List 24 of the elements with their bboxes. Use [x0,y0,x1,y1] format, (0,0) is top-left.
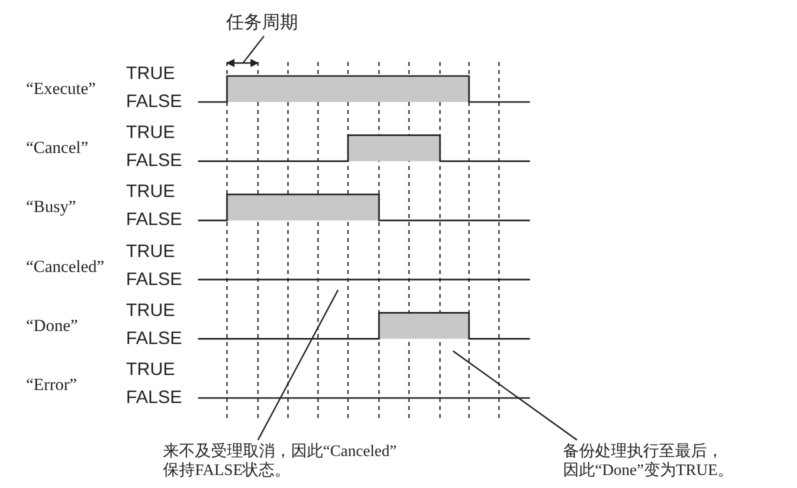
signal-name: “Error” [26,376,77,393]
leader-line [257,290,339,440]
annotation-text: 来不及受理取消，因此“Canceled”保持FALSE状态。 [163,442,401,482]
signal-name: “Done” [26,316,78,334]
signal-name: “Canceled” [26,258,104,275]
leader-line [242,36,265,64]
level-label: FALSE [126,92,182,110]
signal-name: “Execute” [26,80,96,97]
dimension-label: 任务周期 [226,12,310,36]
level-label: TRUE [126,182,175,200]
annotation-text: 备份处理执行至最后，因此“Done”变为TRUE。 [563,442,741,482]
level-label: TRUE [126,64,175,82]
level-label: TRUE [126,123,175,142]
signal-name: “Busy” [26,198,76,216]
leader-line [452,350,578,441]
level-label: FALSE [126,270,182,288]
level-label: FALSE [126,210,182,228]
level-label: TRUE [126,242,175,260]
signal-name: “Cancel” [26,139,88,156]
level-label: FALSE [126,388,182,406]
level-label: TRUE [126,300,175,319]
level-label: TRUE [126,360,175,378]
level-label: FALSE [126,328,182,347]
level-label: FALSE [126,151,182,170]
